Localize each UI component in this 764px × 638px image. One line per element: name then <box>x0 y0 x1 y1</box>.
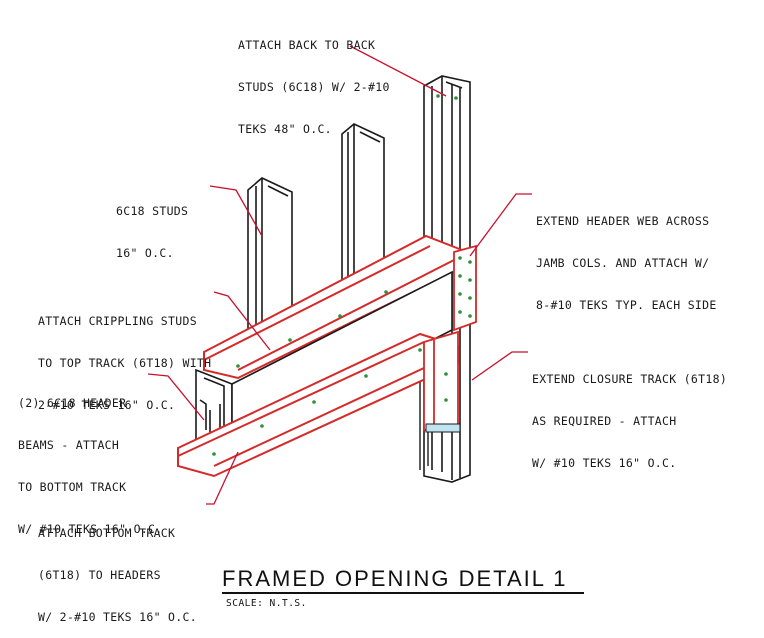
note-line: EXTEND HEADER WEB ACROSS <box>536 214 710 228</box>
drawing-title: FRAMED OPENING DETAIL 1 <box>222 566 568 591</box>
cripple-stud-left <box>247 177 293 353</box>
note-line: ATTACH BACK TO BACK <box>238 38 376 52</box>
note-bottom-track: ATTACH BOTTOM TRACK (6T18) TO HEADERS W/… <box>38 498 197 638</box>
note-studs: 6C18 STUDS 16" O.C. <box>116 176 188 274</box>
screw-marks <box>212 94 472 456</box>
note-line: ATTACH BOTTOM TRACK <box>38 526 176 540</box>
note-line: W/ 2-#10 TEKS 16" O.C. <box>38 610 197 624</box>
title-underline <box>222 592 584 594</box>
note-extend-header: EXTEND HEADER WEB ACROSS JAMB COLS. AND … <box>536 186 717 326</box>
note-line: TO TOP TRACK (6T18) WITH <box>38 356 212 370</box>
framing-detail-drawing <box>147 45 532 505</box>
note-cripple: ATTACH CRIPPLING STUDS TO TOP TRACK (6T1… <box>38 286 211 426</box>
closure-track <box>423 330 459 431</box>
note-line: 16" O.C. <box>116 246 174 260</box>
note-line: TEKS 48" O.C. <box>238 122 332 136</box>
leader-cripple <box>213 291 271 351</box>
note-line: (6T18) TO HEADERS <box>38 568 161 582</box>
note-line: STUDS (6C18) W/ 2-#10 <box>238 80 390 94</box>
note-line: ATTACH CRIPPLING STUDS <box>38 314 197 328</box>
leader-back-to-back <box>349 45 447 97</box>
leader-studs <box>209 185 263 237</box>
note-line: EXTEND CLOSURE TRACK (6T18) <box>532 372 728 386</box>
note-line: 2-#10 TEKS 16" O.C. <box>38 398 176 412</box>
note-line: AS REQUIRED - ATTACH <box>532 414 677 428</box>
header-web-plate <box>453 244 477 332</box>
leader-header-beams <box>147 373 205 421</box>
note-line: 6C18 STUDS <box>116 204 189 218</box>
leader-closure <box>471 351 528 381</box>
leader-extend-header <box>469 193 532 257</box>
bottom-track <box>177 332 459 478</box>
closure-base <box>425 423 461 433</box>
note-line: JAMB COLS. AND ATTACH W/ <box>536 256 710 270</box>
leader-lines <box>147 45 532 505</box>
note-line: TO BOTTOM TRACK <box>18 480 127 494</box>
note-line: (2) 6C18 HEADER <box>18 396 127 410</box>
leader-bottom-track <box>206 451 239 505</box>
note-back-to-back: ATTACH BACK TO BACK STUDS (6C18) W/ 2-#1… <box>238 10 390 150</box>
note-line: W/ #10 TEKS 16" O.C. <box>532 456 677 470</box>
note-line: BEAMS - ATTACH <box>18 438 120 452</box>
note-line: W/ #10 TEKS 16" O.C. <box>18 522 163 536</box>
drawing-scale: SCALE: N.T.S. <box>226 598 307 609</box>
top-track <box>203 234 463 380</box>
note-header-beams: (2) 6C18 HEADER BEAMS - ATTACH TO BOTTOM… <box>18 368 162 550</box>
note-closure: EXTEND CLOSURE TRACK (6T18) AS REQUIRED … <box>532 344 727 484</box>
note-line: 8-#10 TEKS TYP. EACH SIDE <box>536 298 717 312</box>
